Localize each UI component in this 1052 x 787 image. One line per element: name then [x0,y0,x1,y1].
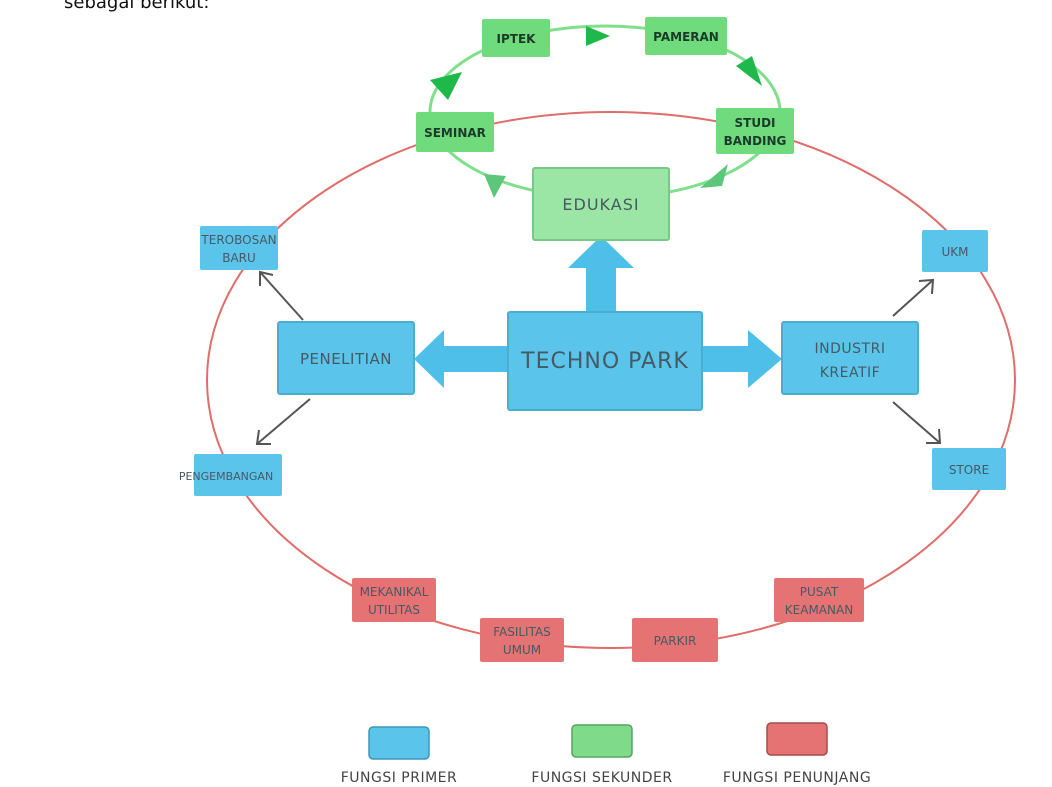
label-utilitas: UTILITAS [368,603,420,617]
label-fasilitas: FASILITAS [493,625,551,639]
cycle-arrow-5 [700,164,728,188]
node-studi-banding: STUDI BANDING [716,108,794,154]
node-mekanikal-utilitas: MEKANIKAL UTILITAS [352,578,436,622]
label-techno-park: TECHNO PARK [520,349,689,374]
legend-label-primer: FUNGSI PRIMER [341,770,458,786]
node-terobosan-baru: TEROBOSAN BARU [200,226,278,270]
intro-text: sebagai berikut: [64,0,210,13]
label-seminar: SEMINAR [424,126,486,140]
node-edukasi: EDUKASI [532,167,670,241]
label-industri: INDUSTRI [815,341,886,357]
label-mekanikal: MEKANIKAL [360,585,429,599]
label-edukasi: EDUKASI [562,195,639,214]
cycle-arrow-2 [736,56,762,86]
legend-swatch-sekunder [571,724,633,758]
label-pameran: PAMERAN [653,30,719,44]
node-industri-kreatif: INDUSTRI KREATIF [781,321,919,395]
node-ukm: UKM [922,230,988,272]
arrow-to-edukasi [568,236,634,312]
label-kreatif: KREATIF [820,365,880,381]
label-terobosan: TEROBOSAN [200,233,276,247]
arrow-to-terobosan [259,270,304,321]
label-ukm: UKM [941,245,968,259]
legend-swatch-penunjang [766,722,828,756]
label-pengembangan: PENGEMBANGAN [179,470,273,483]
label-pusat: PUSAT [800,585,839,599]
arrow-to-pengembangan [255,398,311,445]
node-pengembangan: PENGEMBANGAN [179,454,282,496]
label-baru: BARU [222,251,256,265]
label-umum: UMUM [503,643,541,657]
node-seminar: SEMINAR [416,112,494,152]
node-parkir: PARKIR [632,618,718,662]
node-penelitian: PENELITIAN [277,321,415,395]
node-fasilitas-umum: FASILITAS UMUM [480,618,564,662]
label-store: STORE [949,463,989,477]
legend-label-penunjang: FUNGSI PENUNJANG [723,770,871,786]
label-studi-banding-2: BANDING [724,134,787,148]
label-keamanan: KEAMANAN [785,603,853,617]
node-store: STORE [932,448,1006,490]
arrow-to-ukm [892,278,935,317]
label-penelitian: PENELITIAN [300,350,392,368]
cycle-arrow-1 [586,26,610,46]
label-studi-banding-1: STUDI [735,116,776,130]
arrow-to-industri [702,330,782,388]
arrow-to-store [892,401,942,444]
legend: FUNGSI PRIMER FUNGSI SEKUNDER FUNGSI PEN… [341,722,871,786]
node-pusat-keamanan: PUSAT KEAMANAN [774,578,864,622]
label-iptek: IPTEK [497,32,537,46]
node-iptek: IPTEK [482,19,550,57]
legend-swatch-primer [368,726,430,760]
node-pameran: PAMERAN [645,17,727,55]
cycle-arrow-4 [484,174,506,198]
cycle-arrow-3 [430,72,462,100]
node-techno-park: TECHNO PARK [507,311,703,411]
legend-label-sekunder: FUNGSI SEKUNDER [531,770,672,786]
label-parkir: PARKIR [654,634,697,648]
arrow-to-penelitian [414,330,508,388]
support-ring [206,111,1016,649]
